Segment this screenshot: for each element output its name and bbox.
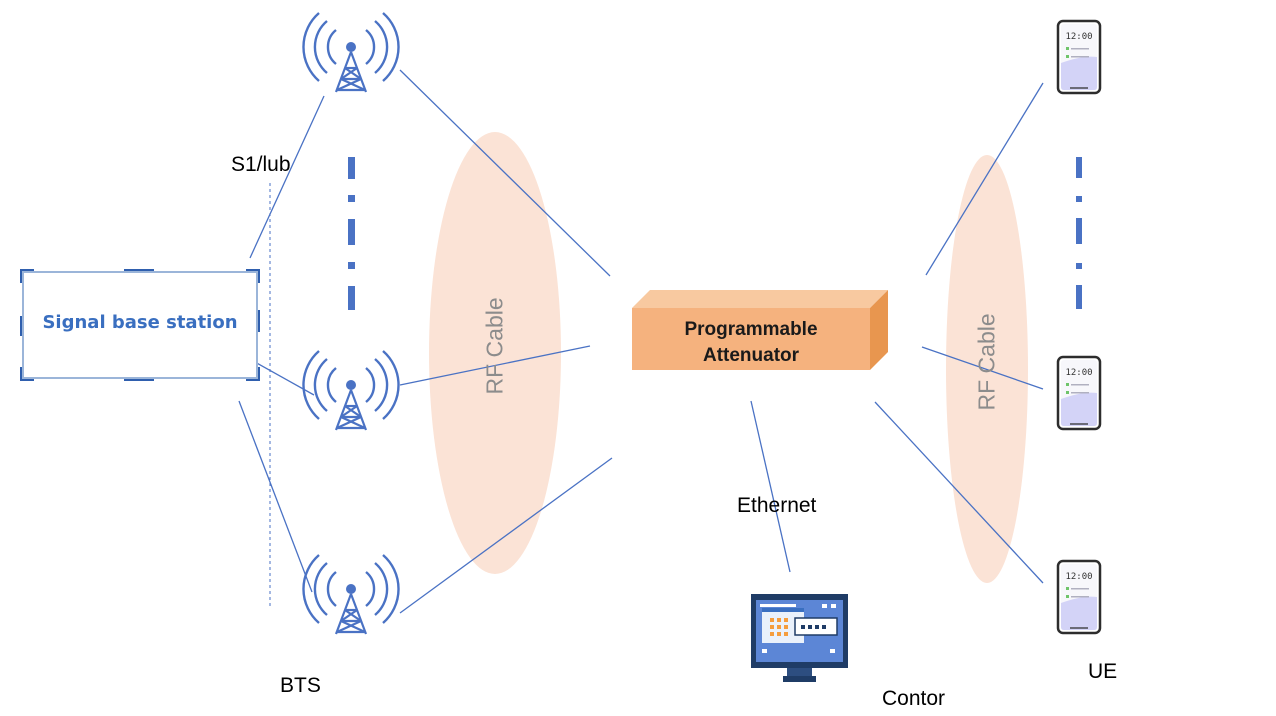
bts-tower-icon-1 (302, 11, 400, 94)
base-station-box (22, 271, 258, 379)
attenuator-label-line2: Attenuator (702, 345, 800, 366)
rf-cable-label-right: RF Cable (973, 313, 1000, 411)
rf-cable-ellipse-left (429, 132, 561, 574)
controller-label: Contor (882, 687, 946, 710)
attenuator-box (632, 290, 888, 370)
attenuator-label: Programmable Attenuator (632, 317, 870, 369)
attenuator-label-line1: Programmable (684, 319, 818, 340)
phone-time-1: 12:00 (1065, 32, 1092, 42)
phone-time-2: 12:00 (1065, 368, 1092, 378)
phone-time-3: 12:00 (1065, 572, 1092, 582)
bts-tower-icon-2 (302, 349, 400, 432)
s1-interface-label: S1/lub (231, 153, 291, 176)
more-bts-indicator (348, 157, 355, 310)
bts-tower-icon-3 (302, 553, 400, 636)
bts-label: BTS (280, 674, 321, 697)
ethernet-label: Ethernet (737, 494, 817, 517)
base-station-label: Signal base station (42, 312, 238, 333)
rf-cable-label-left: RF Cable (481, 297, 508, 395)
controller-monitor-icon (751, 594, 848, 682)
more-ue-indicator (1076, 157, 1082, 309)
ue-label: UE (1088, 660, 1118, 683)
